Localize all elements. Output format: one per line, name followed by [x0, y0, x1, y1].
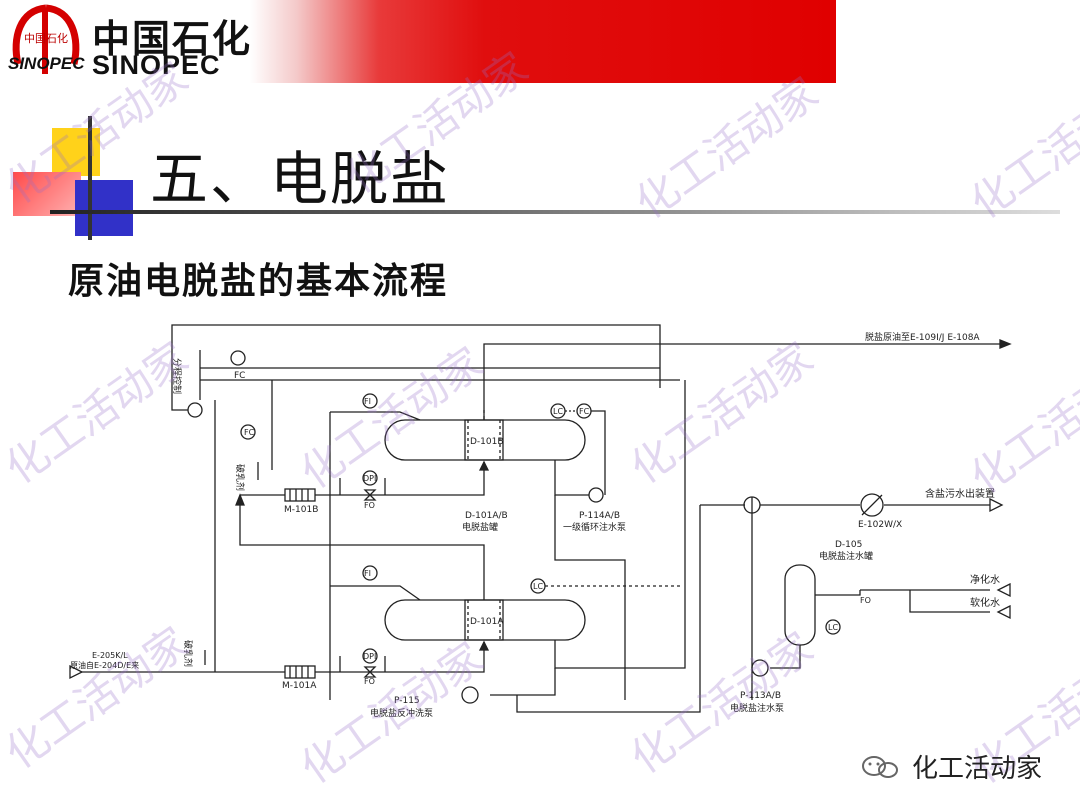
- fc-b-label: FC: [579, 407, 590, 416]
- page-subtitle: 原油电脱盐的基本流程: [68, 261, 449, 302]
- exchanger-slash: [861, 494, 883, 516]
- deco-red-square: [13, 172, 81, 216]
- deco-blue-square: [75, 180, 133, 236]
- interstage-arrow-icon: [235, 493, 245, 506]
- fo-d105-label: FO: [860, 596, 871, 605]
- fo-b-valve-icon: [363, 489, 377, 501]
- outlet-arrow-icon: [999, 339, 1012, 349]
- p115-name-label: 电脱盐反冲洗泵: [370, 707, 433, 719]
- fc-left-icon: [240, 424, 256, 440]
- soft-water-arrow-icon: [996, 604, 1011, 620]
- fc-top-icon: [230, 350, 246, 366]
- logo-mark-cn: 中国石化: [24, 32, 68, 45]
- logo-english: SINOPEC: [92, 50, 221, 80]
- d101b-inlet-arrow-icon: [478, 460, 490, 471]
- p115-discharge: [490, 668, 556, 696]
- crude-in-label-1: E-205K/L: [92, 651, 128, 660]
- p114-suction: [554, 460, 589, 496]
- dpi-a-icon: [362, 648, 378, 664]
- lc-a-label: LC: [533, 582, 543, 591]
- fc-left-label: FC: [244, 428, 255, 437]
- footer-account: 化工活动家: [912, 754, 1043, 784]
- crude-inlet-arrow-icon: [69, 664, 84, 680]
- header-band: [250, 0, 836, 83]
- saltwater-arrow-icon: [989, 497, 1004, 513]
- split-control-label: 分程控制: [171, 358, 183, 394]
- p114-pump-icon: [588, 487, 604, 503]
- sinopec-logo-mark: 中国石化 SINOPEC: [6, 4, 86, 80]
- lc-d105-icon: [825, 619, 841, 635]
- saltwater-out-label: 含盐污水出装置: [925, 487, 995, 500]
- d101b-water-out: [554, 495, 626, 700]
- split-control-icon: [187, 402, 203, 418]
- p114-name-label: 一级循环注水泵: [563, 521, 626, 533]
- dpi-b-label: DPI: [363, 474, 376, 483]
- fi-a-label: FI: [364, 569, 371, 578]
- p115-label: P-115: [394, 696, 420, 706]
- m101a-label: M-101A: [282, 681, 317, 691]
- bottom-return: [516, 505, 701, 713]
- d101a-inlet: [315, 642, 485, 673]
- fi-a-line: [330, 585, 421, 601]
- m101b-label: M-101B: [284, 505, 318, 515]
- d101b-label: D-101B: [470, 437, 504, 447]
- right-loop: [554, 380, 686, 669]
- fo-a-valve-icon: [363, 666, 377, 678]
- desalted-outlet-line: [483, 343, 1000, 420]
- deco-vertical-line: [88, 116, 92, 240]
- interstage-line: [239, 495, 485, 600]
- lc-d105-label: LC: [828, 623, 838, 632]
- title-underline: [50, 210, 1060, 214]
- d105-label: D-105: [835, 540, 862, 550]
- p113-name-label: 电脱盐注水泵: [730, 702, 784, 714]
- d101ab-name-label: 电脱盐罐: [462, 521, 498, 533]
- emulsifier-b-label: 破乳剂: [234, 464, 246, 491]
- emulsifier-a-label: 破乳剂: [182, 640, 194, 667]
- fi-b-line: [330, 411, 421, 421]
- fi-b-label: FI: [364, 397, 371, 406]
- fc-top-label: FC: [234, 371, 245, 381]
- fi-b-icon: [362, 393, 378, 409]
- fo-b-label: FO: [364, 501, 375, 510]
- d101ab-label: D-101A/B: [465, 511, 508, 521]
- dpi-b-icon: [362, 470, 378, 486]
- logo-chinese: 中国石化: [92, 17, 253, 61]
- page-title: 五、电脱盐: [150, 145, 451, 213]
- p114-return: [591, 410, 606, 495]
- lc-b-label: LC: [553, 407, 563, 416]
- p115-pump-icon: [461, 686, 479, 704]
- logo-emblem-icon: [12, 4, 80, 74]
- d101b-inlet: [315, 462, 485, 496]
- d101a-label: D-101A: [470, 617, 504, 627]
- soft-water-label: 软化水: [970, 596, 1000, 609]
- fo-a-label: FO: [364, 677, 375, 686]
- d101a-inlet-arrow-icon: [478, 640, 490, 651]
- top-loop-line: [171, 324, 661, 411]
- vessel-d105: [784, 564, 816, 646]
- dpi-a-label: DPI: [363, 652, 376, 661]
- logo-mark-en: SINOPEC: [8, 54, 85, 73]
- fi-a-icon: [362, 565, 378, 581]
- crude-in-label-2: 原油自E-204D/E来: [70, 660, 139, 670]
- deco-yellow-square: [52, 128, 100, 176]
- p113-suction: [770, 645, 801, 669]
- p113-pump-icon: [751, 659, 769, 677]
- p113-label: P-113A/B: [740, 691, 781, 701]
- desalted-outlet-label: 脱盐原油至E-109I/J E-108A: [865, 331, 980, 343]
- soft-water-line: [909, 590, 990, 613]
- e102-label: E-102W/X: [858, 520, 902, 530]
- clean-water-arrow-icon: [996, 582, 1011, 598]
- vessel-d101b-electrode: [464, 419, 504, 461]
- clean-water-label: 净化水: [970, 573, 1000, 586]
- e102-exchanger-icon: [860, 493, 884, 517]
- d105-inlet: [815, 590, 861, 596]
- d105-name-label: 电脱盐注水罐: [819, 550, 873, 562]
- p114-label: P-114A/B: [579, 511, 620, 521]
- wechat-icon: [862, 756, 898, 778]
